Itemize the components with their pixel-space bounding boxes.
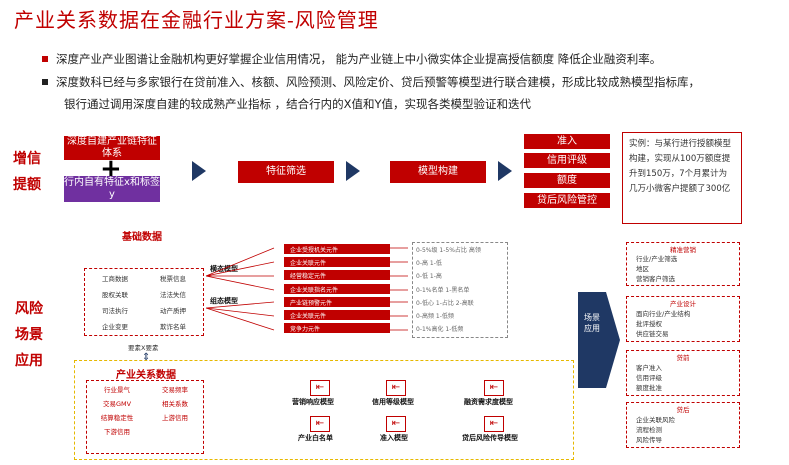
right-panel-item: 客户准入 bbox=[636, 364, 662, 372]
right-panel-item: 营销客户筛选 bbox=[636, 275, 675, 283]
step-feature-selection: 特征筛选 bbox=[238, 161, 334, 183]
grid-cell: 税票信息 bbox=[160, 275, 186, 283]
output-post-loan: 贷后风险管控 bbox=[524, 193, 610, 208]
pill-value: 0-5%级 1-5%占比 高领 bbox=[416, 247, 481, 254]
grid-cell: 交易GMV bbox=[102, 400, 132, 408]
model-label: 准入模型 bbox=[380, 434, 408, 442]
feature-pill: 企业关联元件 bbox=[284, 257, 390, 267]
page-title: 产业关系数据在金融行业方案-风险管理 bbox=[14, 8, 379, 32]
right-panel bbox=[626, 296, 740, 342]
right-panel bbox=[626, 350, 740, 396]
industry-data-grid bbox=[86, 380, 204, 454]
pill-value-box bbox=[412, 242, 508, 338]
right-panel-item: 企业关联风险 bbox=[636, 416, 675, 424]
model-icon: ⇤ bbox=[484, 380, 504, 396]
grid-cell: 工商数据 bbox=[102, 275, 128, 283]
grid-cell: 上游信用 bbox=[162, 414, 188, 422]
model-bottom-label: 组态模型 bbox=[210, 297, 238, 305]
bullet-text: 银行通过调用深度自建的较成熟产业指标 ，结合行内的X值和Y值，实现各类模型验证和… bbox=[64, 97, 532, 111]
scenario-label: 场景应用 bbox=[584, 313, 600, 333]
grid-cell: 动产质押 bbox=[160, 307, 186, 315]
model-icon: ⇤ bbox=[310, 380, 330, 396]
right-panel-item: 地区 bbox=[636, 265, 649, 273]
industry-region bbox=[74, 360, 574, 460]
basic-data-grid bbox=[84, 268, 204, 336]
bullet-text: 深度产业产业图谱让金融机构更好掌握企业信用情况， 能为产业链上中小微实体企业提高… bbox=[56, 52, 662, 66]
grid-cell: 欺诈名单 bbox=[160, 323, 186, 331]
pill-value: 0-高频 1-低频 bbox=[416, 313, 454, 320]
section1-label: 增信提额 bbox=[13, 151, 41, 193]
scenario-arrow-icon bbox=[578, 292, 620, 388]
example-box: 实例：与某行进行授额模型构建，实现从100万额度提升到150万，7个月累计为几万… bbox=[622, 132, 742, 224]
pill-value: 0-1%高化 1-低频 bbox=[416, 326, 464, 333]
right-panel-item: 供应链交易 bbox=[636, 330, 669, 338]
model-label: 信用等级模型 bbox=[372, 398, 414, 406]
right-panel bbox=[626, 402, 740, 448]
arrow-right-icon bbox=[346, 161, 360, 181]
right-panel-item: 额度批准 bbox=[636, 384, 662, 392]
output-access: 准入 bbox=[524, 134, 610, 149]
right-panel-item: 批评授权 bbox=[636, 320, 662, 328]
step-model-building: 模型构建 bbox=[390, 161, 486, 183]
grid-cell: 下游信用 bbox=[104, 428, 130, 436]
model-icon: ⇤ bbox=[386, 380, 406, 396]
grid-cell: 交易频率 bbox=[162, 386, 188, 394]
bullet-1: 深度产业产业图谱让金融机构更好掌握企业信用情况， 能为产业链上中小微实体企业提高… bbox=[42, 52, 661, 67]
grid-cell: 企业变更 bbox=[102, 323, 128, 331]
bullet-2: 深度数科已经与多家银行在贷前准入、核额、风险预测、风险定价、贷后预警等模型进行联… bbox=[42, 75, 700, 90]
model-icon: ⇤ bbox=[484, 416, 504, 432]
bullet-text: 深度数科已经与多家银行在贷前准入、核额、风险预测、风险定价、贷后预警等模型进行联… bbox=[56, 75, 700, 89]
grid-cell: 行业景气 bbox=[104, 386, 130, 394]
feature-pill: 企业关联元件 bbox=[284, 310, 390, 320]
pill-value: 0-1%名单 1-黑名单 bbox=[416, 287, 470, 294]
right-panel-title: 贷后 bbox=[676, 406, 690, 414]
right-panel-title: 贷前 bbox=[676, 354, 690, 362]
output-limit: 额度 bbox=[524, 173, 610, 188]
pill-value: 0-低心 1-占比 2-高联 bbox=[416, 300, 474, 307]
right-panel-item: 面向行业/产业结构 bbox=[636, 310, 691, 318]
right-panel-title: 产业设计 bbox=[670, 300, 696, 308]
feature-pill: 产业链预警元件 bbox=[284, 297, 390, 307]
right-panel-title: 精准营销 bbox=[670, 246, 696, 254]
feature-pill: 企业关联指名元件 bbox=[284, 284, 390, 294]
industry-data-title: 产业关系数据 bbox=[116, 370, 176, 381]
arrow-right-icon bbox=[192, 161, 206, 181]
model-label: 贷后风险传导模型 bbox=[462, 434, 518, 442]
grid-cell: 相关系数 bbox=[162, 400, 188, 408]
model-label: 产业白名单 bbox=[298, 434, 333, 442]
grid-cell: 结算稳定性 bbox=[100, 414, 134, 422]
section2-label: 风险场景应用 bbox=[15, 301, 43, 369]
model-icon: ⇤ bbox=[386, 416, 406, 432]
grid-cell: 法法失信 bbox=[160, 291, 186, 299]
bank-feature-box: 行内自有特征x和标签y bbox=[64, 176, 160, 202]
bullet-3: 银行通过调用深度自建的较成熟产业指标 ，结合行内的X值和Y值，实现各类模型验证和… bbox=[64, 97, 531, 112]
bullet-square-icon bbox=[42, 56, 48, 62]
bullet-square-icon bbox=[42, 79, 48, 85]
model-label: 营销响应模型 bbox=[292, 398, 334, 406]
grid-cell: 司法执行 bbox=[102, 307, 128, 315]
basic-caption: 要素X要素 bbox=[128, 344, 159, 352]
right-panel bbox=[626, 242, 740, 286]
basic-data-title: 基础数据 bbox=[122, 232, 162, 243]
feature-system-box: 深度自建产业链特征体系 bbox=[64, 136, 160, 160]
feature-pill: 竞争力元件 bbox=[284, 323, 390, 333]
plus-icon: + bbox=[100, 154, 122, 184]
right-panel-item: 行业/产业筛选 bbox=[636, 255, 678, 263]
feature-pill: 经营稳定元件 bbox=[284, 270, 390, 280]
model-icon: ⇤ bbox=[310, 416, 330, 432]
right-panel-item: 信用评级 bbox=[636, 374, 662, 382]
right-panel-item: 风险传导 bbox=[636, 436, 662, 444]
double-arrow-icon: ⇕ bbox=[142, 352, 151, 363]
arrow-right-icon bbox=[498, 161, 512, 181]
pill-value: 0-低 1-高 bbox=[416, 273, 442, 280]
grid-cell: 股权关联 bbox=[102, 291, 128, 299]
model-label: 融资需求度模型 bbox=[464, 398, 513, 406]
connector-lines bbox=[205, 247, 408, 331]
output-credit-rating: 信用评级 bbox=[524, 153, 610, 168]
feature-pill: 企业受授机关元件 bbox=[284, 244, 390, 254]
pill-value: 0-高 1-低 bbox=[416, 260, 442, 267]
right-panel-item: 流程检测 bbox=[636, 426, 662, 434]
